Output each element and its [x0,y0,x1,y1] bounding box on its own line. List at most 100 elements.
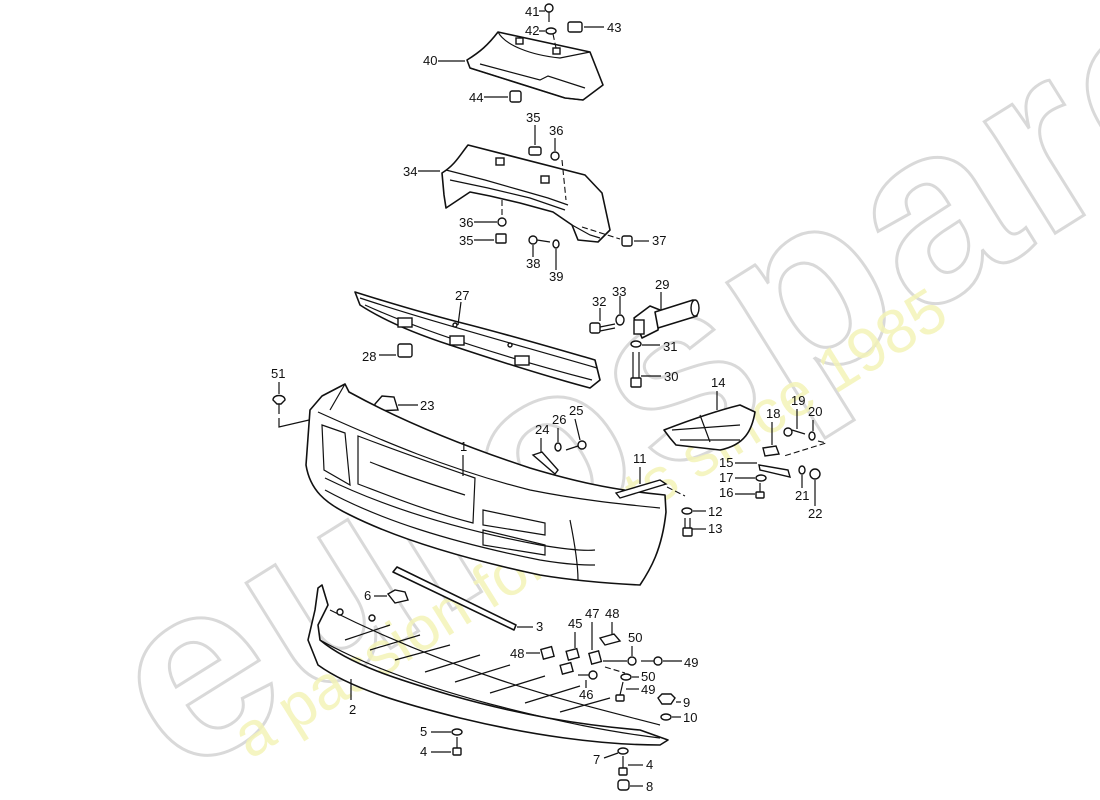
callout-47[interactable]: 47 [585,606,600,621]
part-50-washer-lower[interactable] [620,673,632,681]
part-10-washer[interactable] [660,713,672,721]
part-38-screw[interactable] [528,235,551,245]
part-33-washer[interactable] [615,314,625,326]
part-11-bracket[interactable] [614,479,668,499]
callout-42[interactable]: 42 [525,23,540,38]
part-4-screw-right[interactable] [618,756,628,776]
callout-36b[interactable]: 36 [459,215,474,230]
part-42-washer[interactable] [545,27,557,35]
callout-14[interactable]: 14 [711,375,726,390]
part-20-washer[interactable] [808,431,816,441]
part-36-nut-top[interactable] [550,151,560,161]
callout-33[interactable]: 33 [612,284,627,299]
callout-2[interactable]: 2 [349,702,357,717]
part-45-bracket[interactable] [559,647,580,675]
callout-13[interactable]: 13 [708,521,723,536]
part-49-screw-upper[interactable] [641,656,663,666]
part-3-trim-strip[interactable] [392,566,517,631]
part-35-bolt-top[interactable] [528,146,542,156]
callout-5[interactable]: 5 [420,724,428,739]
part-50-washer-upper[interactable] [627,656,637,666]
callout-9[interactable]: 9 [683,695,691,710]
part-34-bracket[interactable] [441,144,611,243]
callout-43[interactable]: 43 [607,20,622,35]
callout-3[interactable]: 3 [536,619,544,634]
callout-12[interactable]: 12 [708,504,723,519]
part-32-bolt[interactable] [589,322,616,334]
callout-21[interactable]: 21 [795,488,810,503]
part-4-screw-left[interactable] [452,737,462,756]
callout-15[interactable]: 15 [719,455,734,470]
callout-48a[interactable]: 48 [605,606,620,621]
callout-34[interactable]: 34 [403,164,418,179]
part-48-plate-left[interactable] [540,645,555,660]
part-5-washer[interactable] [451,728,463,736]
callout-24[interactable]: 24 [535,422,550,437]
part-29-tow-eye-mount[interactable] [633,299,700,339]
callout-22[interactable]: 22 [808,506,823,521]
callout-46[interactable]: 46 [579,687,594,702]
callout-4b[interactable]: 4 [646,757,654,772]
part-25-screw[interactable] [565,440,587,451]
callout-37[interactable]: 37 [652,233,667,248]
part-51-rivet[interactable] [272,394,286,415]
callout-44[interactable]: 44 [469,90,484,105]
callout-45[interactable]: 45 [568,616,583,631]
callout-27[interactable]: 27 [455,288,470,303]
callout-36a[interactable]: 36 [549,123,564,138]
part-13-bolt[interactable] [682,518,693,537]
callout-39[interactable]: 39 [549,269,564,284]
part-21-washer[interactable] [798,465,806,475]
callout-30[interactable]: 30 [664,369,679,384]
part-24-bracket[interactable] [531,451,559,476]
callout-48b[interactable]: 48 [510,646,525,661]
part-31-washer[interactable] [630,340,642,348]
part-14-air-guide[interactable] [663,404,756,451]
part-28-clip[interactable] [397,343,413,358]
callout-19[interactable]: 19 [791,393,806,408]
part-27-crossmember[interactable] [354,291,601,389]
callout-10[interactable]: 10 [683,710,698,725]
callout-11[interactable]: 11 [633,451,647,466]
part-26-washer[interactable] [554,442,562,452]
callout-28[interactable]: 28 [362,349,377,364]
callout-50b[interactable]: 50 [641,669,656,684]
callout-40[interactable]: 40 [423,53,438,68]
callout-35a[interactable]: 35 [526,110,541,125]
part-43-clip[interactable] [567,21,583,33]
callout-38[interactable]: 38 [526,256,541,271]
callout-49b[interactable]: 49 [641,682,656,697]
callout-49a[interactable]: 49 [684,655,699,670]
callout-7[interactable]: 7 [593,752,601,767]
part-16-screw[interactable] [755,483,765,499]
callout-50a[interactable]: 50 [628,630,643,645]
part-9-nut[interactable] [657,693,676,705]
callout-23[interactable]: 23 [420,398,435,413]
part-46-screw[interactable] [578,670,598,680]
callout-6[interactable]: 6 [364,588,372,603]
callout-41[interactable]: 41 [525,4,540,19]
part-18-clip[interactable] [762,445,780,457]
callout-25[interactable]: 25 [569,403,584,418]
callout-29[interactable]: 29 [655,277,670,292]
part-37-clip-nut[interactable] [621,235,633,247]
part-40-air-duct[interactable] [466,31,604,101]
callout-20[interactable]: 20 [808,404,823,419]
part-41-screw[interactable] [544,3,554,22]
callout-8[interactable]: 8 [646,779,654,794]
part-8-nut[interactable] [617,779,630,791]
part-15-bracket[interactable] [758,464,792,478]
callout-26[interactable]: 26 [552,412,567,427]
part-19-bolt[interactable] [783,427,806,437]
callout-4a[interactable]: 4 [420,744,428,759]
part-7-washer[interactable] [617,747,629,755]
part-47-bracket[interactable] [588,650,603,665]
part-1-bumper-cover[interactable] [305,383,667,586]
part-39-washer[interactable] [552,239,560,249]
callout-16[interactable]: 16 [719,485,734,500]
part-30-bolt[interactable] [630,352,642,388]
callout-31[interactable]: 31 [663,339,678,354]
part-17-washer[interactable] [755,474,767,482]
callout-51[interactable]: 51 [271,366,286,381]
callout-32[interactable]: 32 [592,294,607,309]
